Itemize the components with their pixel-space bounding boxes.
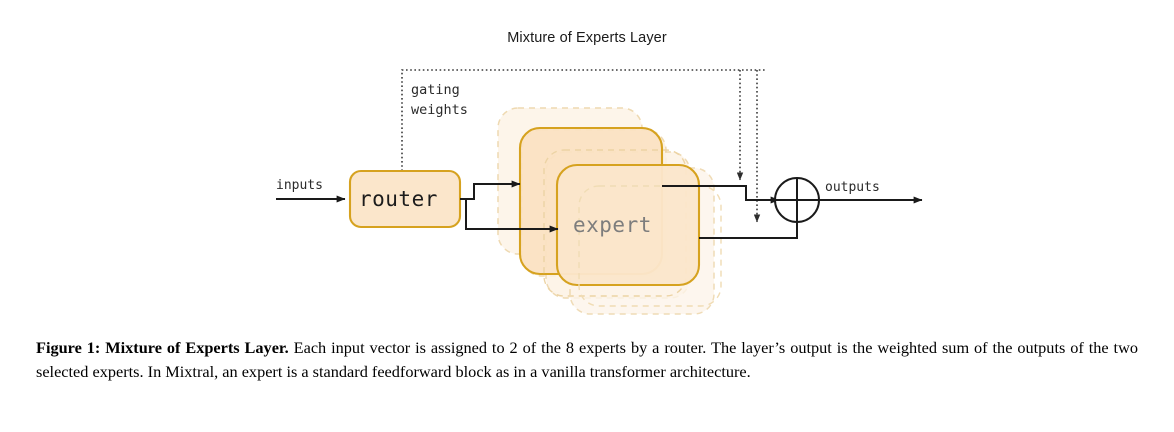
expert-stack <box>497 107 722 315</box>
outputs-label: outputs <box>825 180 880 195</box>
expert-label: expert <box>573 213 652 237</box>
figure-caption: Figure 1: Mixture of Experts Layer. Each… <box>36 336 1138 383</box>
figure-diagram: Mixture of Experts Layer gating weights … <box>276 30 923 315</box>
caption-body: Each input vector is assigned to 2 of th… <box>36 338 1138 381</box>
mixture-of-experts-diagram-svg <box>276 69 923 315</box>
caption-lead: Figure 1: Mixture of Experts Layer. <box>36 338 289 357</box>
summation-node <box>774 177 820 223</box>
figure-title: Mixture of Experts Layer <box>507 30 667 46</box>
router-label: router <box>359 187 438 211</box>
router-to-experts-arrows <box>460 180 559 233</box>
gating-weights-dotted-path <box>401 69 765 223</box>
expert-box-1-inner-dash <box>543 149 687 297</box>
expert-box-selected-2 <box>555 163 701 287</box>
gating-weights-label: gating weights <box>411 82 468 118</box>
inputs-label: inputs <box>276 178 323 193</box>
